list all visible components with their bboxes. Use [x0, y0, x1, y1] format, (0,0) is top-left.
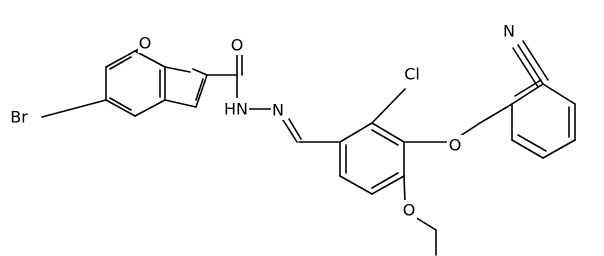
bond	[105, 99, 136, 117]
bond	[511, 139, 544, 159]
oxygen-atom-label: O	[449, 136, 462, 155]
atom-labels: O O Br HN N Cl O O N	[5, 21, 517, 220]
nitrogen-atom-label: N	[503, 22, 515, 41]
bromine-atom-label: Br	[10, 108, 28, 127]
bond	[542, 83, 576, 105]
bond	[105, 50, 136, 68]
oxygen-atom-label: O	[231, 36, 244, 55]
bond	[403, 175, 406, 204]
bond	[282, 119, 298, 143]
bond	[164, 99, 197, 108]
bond	[371, 129, 399, 146]
bond	[371, 172, 399, 189]
bond	[164, 66, 191, 73]
bond	[192, 68, 208, 76]
bond	[134, 50, 166, 68]
bond	[109, 56, 132, 70]
bonds	[41, 40, 576, 256]
bond	[514, 79, 542, 97]
bond	[371, 122, 405, 143]
chlorine-atom-label: Cl	[404, 65, 420, 84]
bond	[512, 47, 539, 88]
bond	[109, 97, 132, 111]
bond	[195, 78, 204, 101]
bond	[288, 118, 302, 140]
bond	[134, 99, 166, 117]
bond	[371, 88, 406, 124]
bond	[339, 175, 373, 195]
nh-atom-label: HN	[224, 100, 248, 119]
nitrogen-atom-label: N	[272, 101, 284, 120]
oxygen-atom-label: O	[139, 34, 152, 53]
bond	[517, 134, 547, 152]
bond	[542, 139, 576, 159]
bond	[479, 103, 513, 124]
oxygen-atom-label: O	[403, 201, 416, 220]
bond	[414, 216, 437, 231]
bond	[339, 122, 373, 143]
bond	[517, 44, 544, 85]
bond	[41, 99, 107, 118]
bond	[195, 74, 208, 108]
bond	[522, 40, 549, 81]
bond	[371, 175, 405, 195]
